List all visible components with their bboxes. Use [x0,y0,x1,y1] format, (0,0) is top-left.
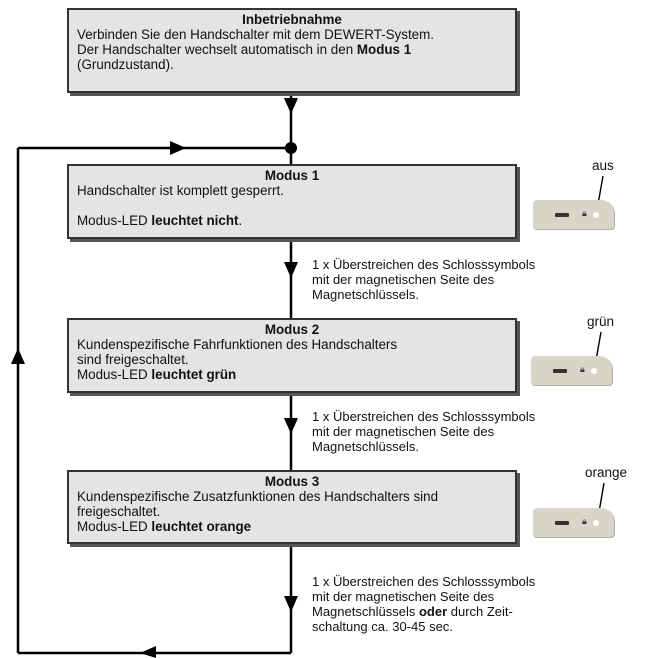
lock-icon: 🔒︎ [580,365,585,375]
mode1-led-status: Modus-LED leuchtet nicht. [77,213,507,228]
control-bar-icon [553,369,567,373]
start-text: Der Handschalter wechselt automatisch in… [77,42,357,57]
mode2-title: Modus 2 [264,322,320,337]
start-mode-ref: Modus 1 [356,42,412,57]
transition3-line: schaltung ca. 30-45 sec. [312,619,453,634]
transition1-line: Magnetschlüssels. [312,287,419,302]
transition3-text: durch Zeit- [447,604,513,619]
mode2-line: Kundenspezifische Fahrfunktionen des Han… [77,337,398,352]
mode2-led-status: Modus-LED leuchtet grün [77,367,507,382]
mode-led-icon [593,212,599,218]
mode3-led-text: Modus-LED [77,519,152,534]
mode2-led-state: leuchtet grün [151,367,237,382]
mode1-line: Handschalter ist komplett gesperrt. [77,183,284,198]
led-label-orange: orange [585,465,628,480]
start-box: Inbetriebnahme Verbinden Sie den Handsch… [67,8,517,93]
mode3-line: Kundenspezifische Zusatzfunktionen des H… [77,489,439,504]
lock-icon: 🔒︎ [582,209,587,219]
handset-controller-icon: 🔒︎ [533,200,615,230]
mode-led-icon [591,368,597,374]
transition3-text: Magnetschlüssels [312,604,419,619]
mode1-led-text: Modus-LED [77,213,152,228]
transition2-line: mit der magnetischen Seite des [312,424,495,439]
transition3-line: mit der magnetischen Seite des [312,589,495,604]
transition3-line: Magnetschlüssels oder durch Zeit- [312,604,535,619]
mode2-box: Modus 2 Kundenspezifische Fahrfunktionen… [67,318,517,393]
lock-icon: 🔒︎ [582,517,587,527]
control-bar-icon [555,213,569,217]
transition3-or: oder [418,604,448,619]
arrow-right-icon [170,141,186,155]
transition1-note: 1 x Überstreichen des Schlosssymbols mit… [312,257,535,302]
mode2-line: sind freigeschaltet. [77,352,189,367]
transition2-note: 1 x Überstreichen des Schlosssymbols mit… [312,409,535,454]
mode1-box: Modus 1 Handschalter ist komplett gesper… [67,164,517,239]
led-label-green: grün [587,314,615,329]
transition1-line: 1 x Überstreichen des Schlosssymbols [312,257,536,272]
transition1-line: mit der magnetischen Seite des [312,272,495,287]
mode1-led-state: leuchtet nicht [151,213,239,228]
mode3-led-status: Modus-LED leuchtet orange [77,519,507,534]
arrow-down-icon [284,418,298,434]
mode3-led-state: leuchtet orange [151,519,252,534]
arrow-down-icon [284,98,298,114]
start-title: Inbetriebnahme [242,12,342,27]
transition3-note: 1 x Überstreichen des Schlosssymbols mit… [312,574,535,634]
transition2-line: Magnetschlüssels. [312,439,419,454]
mode1-title: Modus 1 [264,168,320,183]
arrow-up-icon [11,348,25,364]
handset-controller-icon: 🔒︎ [531,356,613,386]
mode3-title: Modus 3 [264,474,320,489]
start-line: Der Handschalter wechselt automatisch in… [77,42,507,57]
mode-led-icon [593,520,599,526]
arrow-down-icon [284,596,298,612]
mode3-box: Modus 3 Kundenspezifische Zusatzfunktion… [67,470,517,544]
start-line: (Grundzustand). [77,57,174,72]
mode2-led-text: Modus-LED [77,367,152,382]
mode1-led-end: . [238,213,243,228]
arrow-down-icon [284,262,298,278]
control-bar-icon [555,521,569,525]
arrow-left-icon [140,646,156,658]
junction-dot [285,142,297,154]
start-line: Verbinden Sie den Handschalter mit dem D… [77,27,434,42]
transition3-line: 1 x Überstreichen des Schlosssymbols [312,574,536,589]
transition2-line: 1 x Überstreichen des Schlosssymbols [312,409,536,424]
mode3-line: freigeschaltet. [77,504,161,519]
led-label-off: aus [592,158,614,173]
handset-controller-icon: 🔒︎ [533,508,615,538]
